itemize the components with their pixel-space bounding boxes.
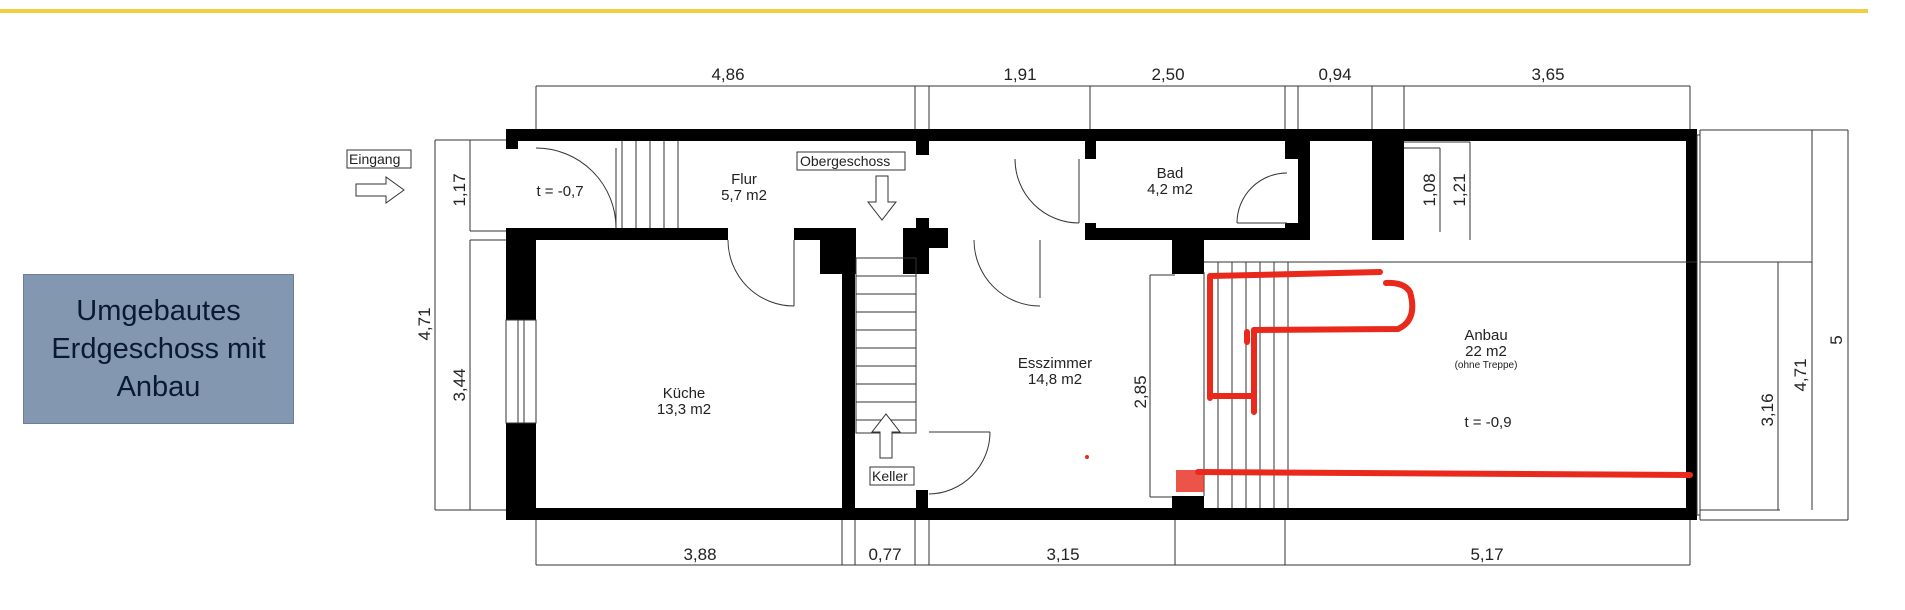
dim-anbau-a: 3,16 — [1758, 393, 1777, 426]
walls — [506, 129, 1697, 520]
room-anbau-area: 22 m2 — [1465, 343, 1507, 360]
dim-bad-b: 1,21 — [1450, 173, 1469, 206]
caption-text: Umgebautes Erdgeschoss mit Anbau — [51, 295, 266, 403]
dim-bottom-2: 0,77 — [868, 545, 901, 564]
entrance-arrow-icon — [355, 176, 405, 204]
entrance-label-box — [346, 149, 412, 169]
red-markup-blob — [1176, 470, 1204, 492]
red-dot — [1085, 455, 1089, 459]
upstairs-label: Obergeschoss — [800, 153, 890, 169]
dim-bad-a: 1,08 — [1420, 173, 1439, 206]
dim-top-2: 1,91 — [1003, 65, 1036, 84]
dim-top-5: 3,65 — [1531, 65, 1564, 84]
dimension-lines — [434, 85, 1849, 566]
room-bad-name: Bad — [1157, 165, 1184, 182]
level-extension: t = -0,9 — [1464, 414, 1511, 431]
red-markup — [1195, 269, 1693, 478]
dim-left-lower: 3,44 — [450, 368, 469, 401]
cellar-arrow-icon — [870, 413, 902, 459]
dim-bottom-3: 3,15 — [1046, 545, 1079, 564]
caption-box: Umgebautes Erdgeschoss mit Anbau — [23, 274, 294, 424]
room-esszimmer-area: 14,8 m2 — [1028, 371, 1082, 388]
level-entrance: t = -0,7 — [536, 183, 583, 200]
room-kueche-name: Küche — [663, 385, 706, 402]
header-rule — [0, 9, 1868, 13]
cellar-label-box — [869, 466, 915, 486]
entrance-label: Eingang — [349, 151, 400, 167]
dim-bottom-1: 3,88 — [683, 545, 716, 564]
room-kueche-area: 13,3 m2 — [657, 401, 711, 418]
dim-left-upper: 1,17 — [450, 173, 469, 206]
upstairs-label-box — [796, 151, 906, 171]
dim-anbau-b: 4,71 — [1791, 358, 1810, 391]
dim-top-1: 4,86 — [711, 65, 744, 84]
dim-bottom-4: 5,17 — [1470, 545, 1503, 564]
room-esszimmer-name: Esszimmer — [1018, 355, 1092, 372]
openings — [505, 134, 1701, 516]
dim-top-3: 2,50 — [1151, 65, 1184, 84]
dim-esszimmer-height: 2,85 — [1131, 375, 1150, 408]
room-anbau-name: Anbau — [1464, 327, 1507, 344]
dim-left-total: 4,71 — [415, 307, 434, 340]
cellar-label: Keller — [872, 468, 908, 484]
room-flur-name: Flur — [731, 171, 757, 188]
dim-anbau-total: 5 — [1827, 335, 1846, 344]
room-flur-area: 5,7 m2 — [721, 187, 767, 204]
dim-top-4: 0,94 — [1318, 65, 1351, 84]
room-anbau-note: (ohne Treppe) — [1455, 360, 1518, 371]
upstairs-arrow-icon — [866, 175, 898, 221]
room-bad-area: 4,2 m2 — [1147, 181, 1193, 198]
